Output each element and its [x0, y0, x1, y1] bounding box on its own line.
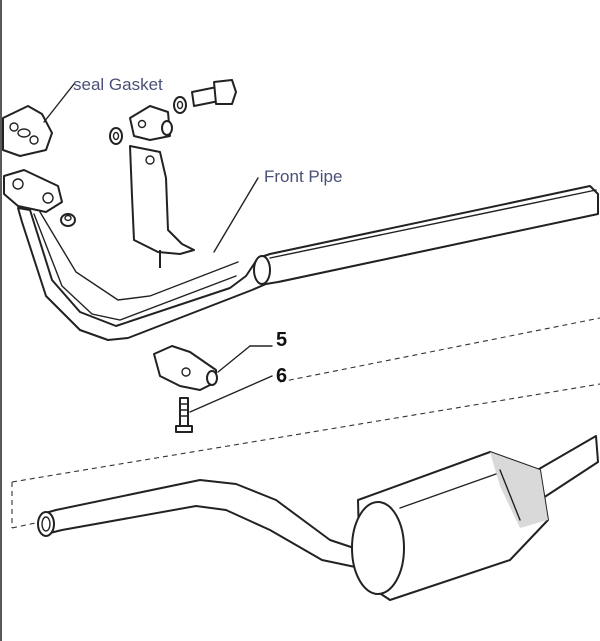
pipe-flange	[3, 169, 63, 213]
muffler	[351, 451, 549, 601]
callout-number-5: 5	[276, 329, 287, 351]
callout-number-6: 6	[276, 365, 287, 387]
seal-gasket	[2, 105, 53, 157]
alignment-line-upper	[279, 317, 600, 383]
callout-5-leader	[217, 345, 251, 373]
bolt	[175, 397, 193, 433]
clamp-bracket	[153, 345, 218, 391]
front-pipe-leader-line	[213, 177, 259, 253]
front-pipe	[17, 185, 599, 341]
alignment-line-lower	[11, 383, 600, 529]
bolt-assembly	[173, 79, 237, 114]
upper-bracket	[109, 105, 173, 145]
mounting-bracket	[129, 145, 195, 268]
callout-6-leader	[189, 375, 273, 413]
nut	[60, 213, 76, 227]
seal-gasket-label: seal Gasket	[73, 75, 163, 94]
front-pipe-label: Front Pipe	[264, 167, 342, 186]
seal-gasket-leader-line	[43, 83, 75, 123]
